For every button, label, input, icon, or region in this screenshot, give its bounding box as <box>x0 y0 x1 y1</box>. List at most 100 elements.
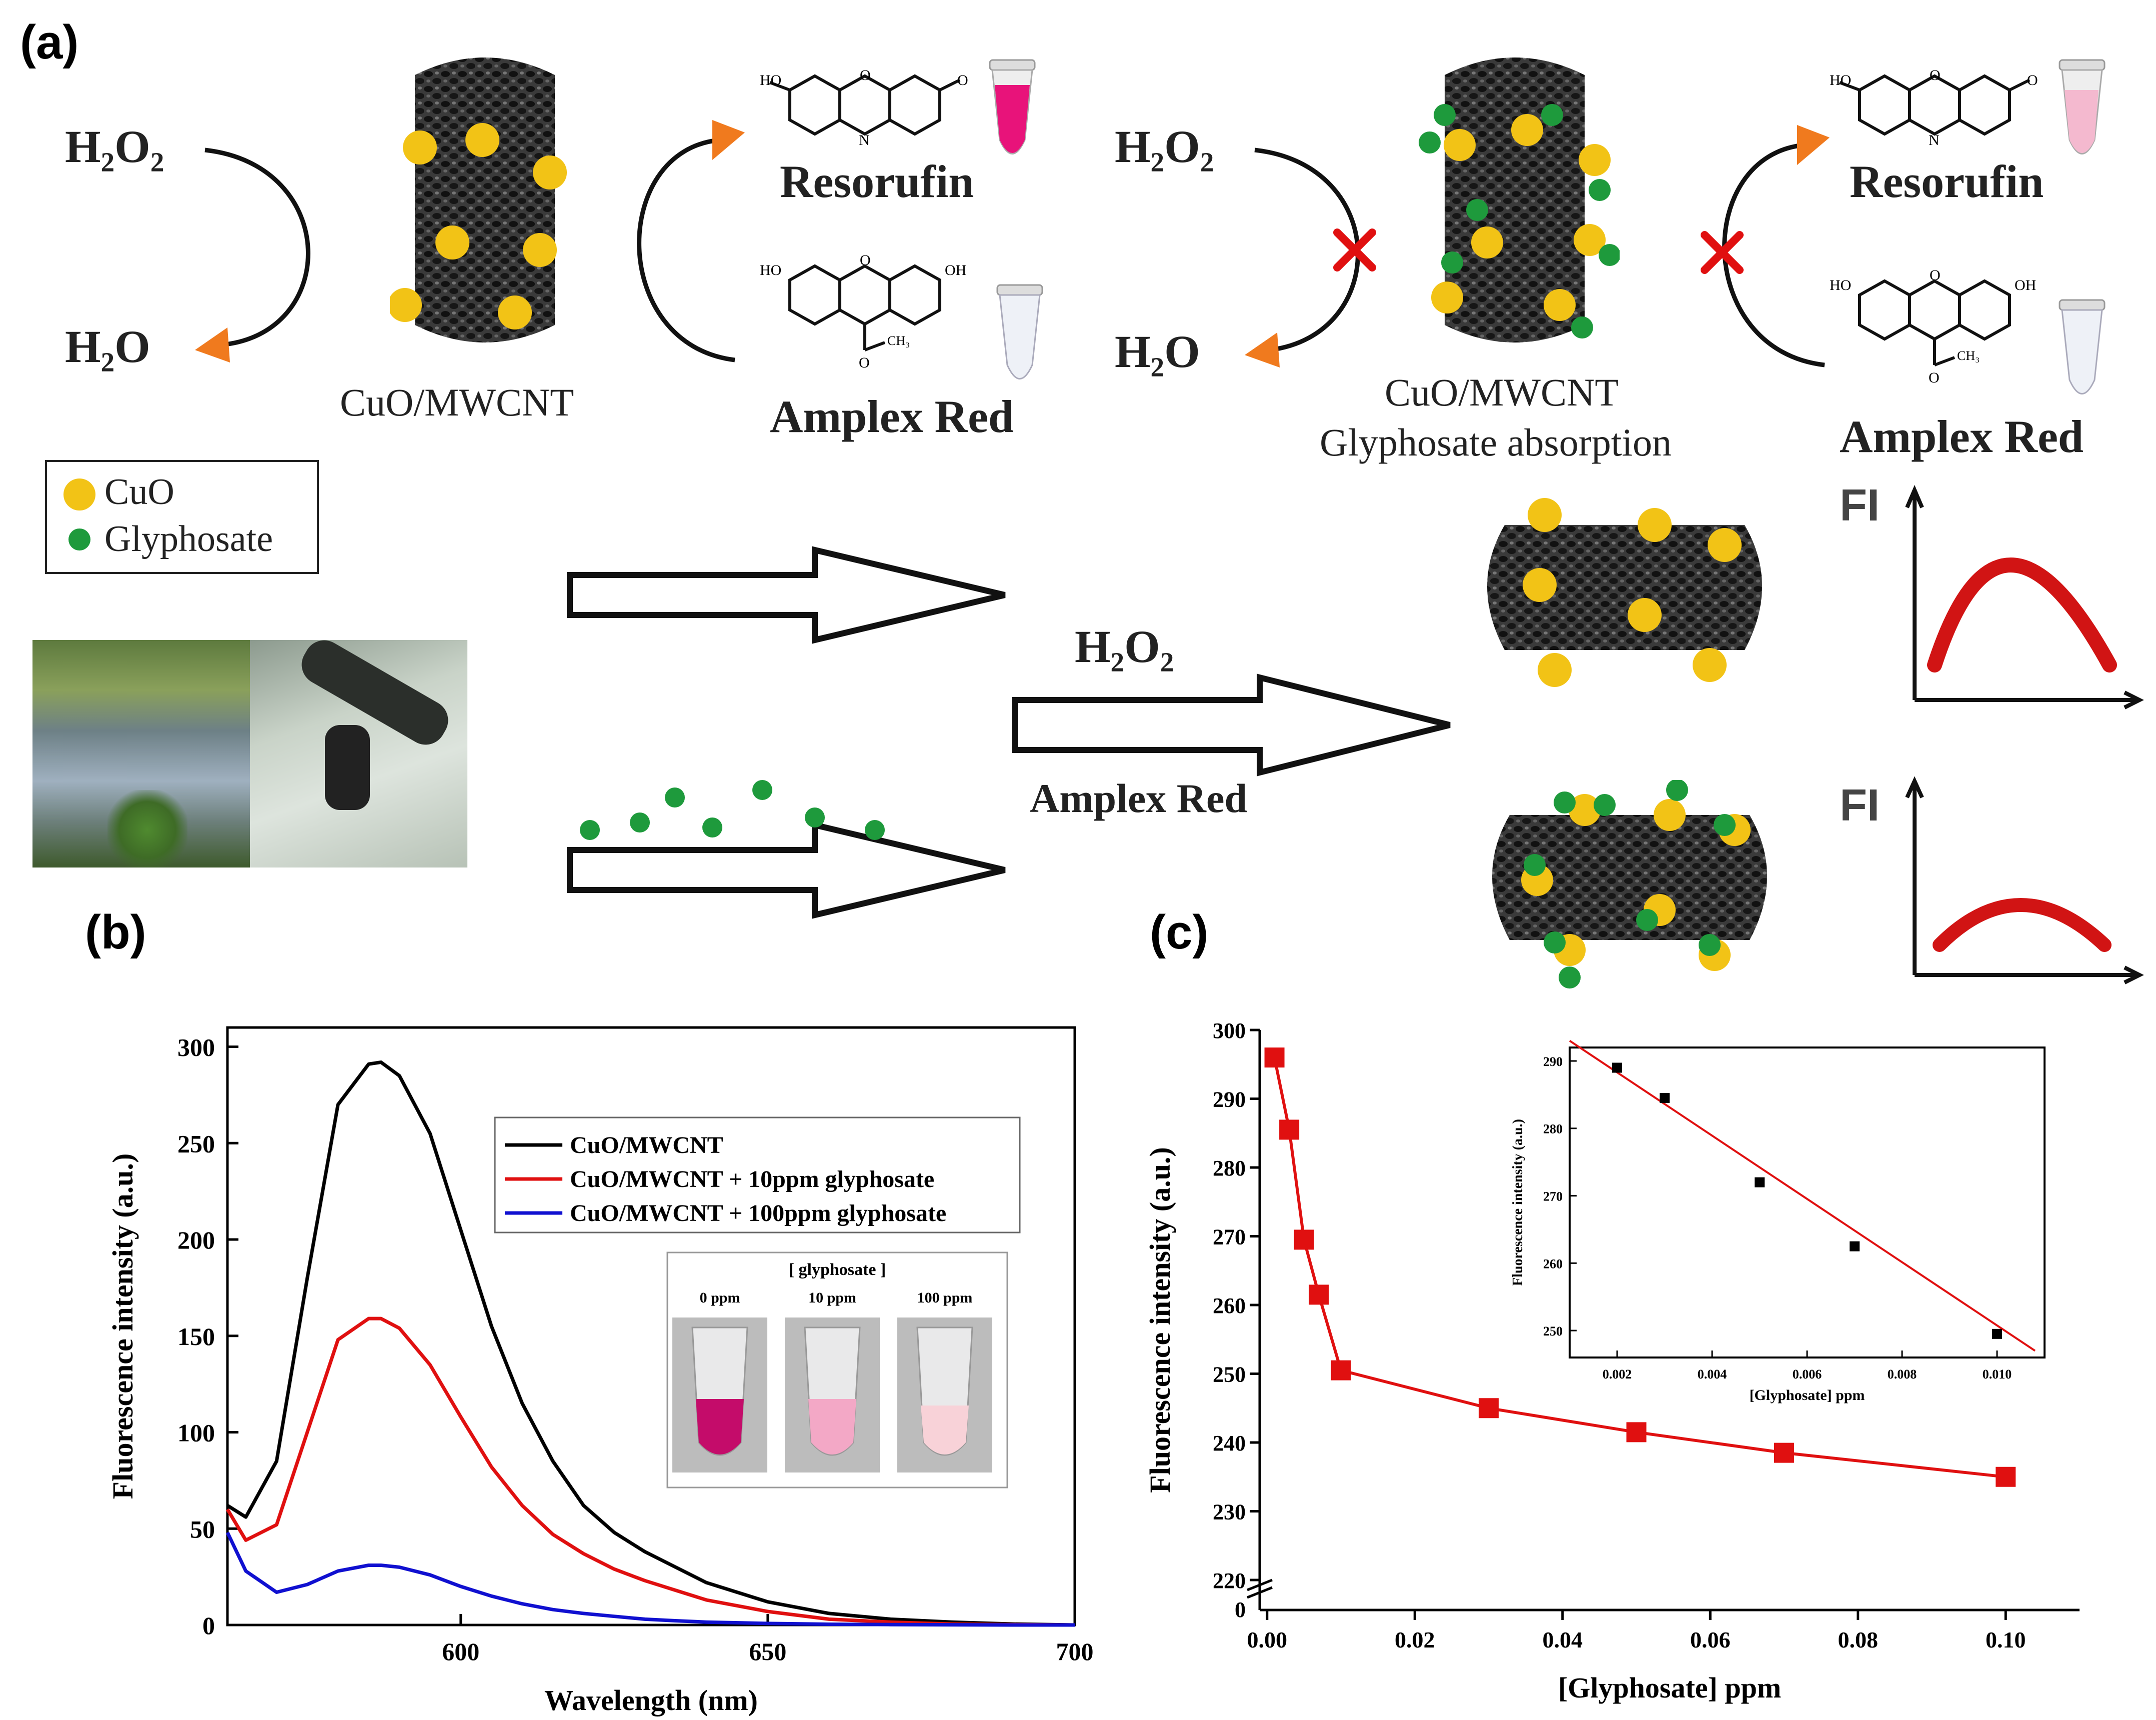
inset-tube-label-2: 10 ppm <box>808 1290 856 1306</box>
blocked-h2o2-arrow <box>1245 148 1376 368</box>
tube-light-pink-icon <box>2059 59 2106 154</box>
svg-text:OH: OH <box>2015 277 2036 294</box>
cuo-legend-icon <box>63 478 95 510</box>
data-point <box>1279 1120 1300 1140</box>
svg-text:O: O <box>860 70 871 84</box>
fi-label-top: FI <box>1840 480 1880 530</box>
legend-label-2: CuO/MWCNT + 10ppm glyphosate <box>570 1166 934 1192</box>
inset-tube-liquid-2 <box>808 1399 856 1454</box>
tube-empty-icon-right <box>2059 299 2106 394</box>
data-point <box>1996 1466 2016 1487</box>
cnt-horizontal-glyphosate-icon <box>1492 780 1767 988</box>
inset-data-point <box>1660 1093 1670 1104</box>
y-tick-label: 290 <box>1213 1088 1246 1112</box>
y-tick-label: 220 <box>1213 1568 1246 1593</box>
svg-text:O: O <box>1929 370 1940 386</box>
y-axis-label: Fluorescence intensity (a.u.) <box>106 1154 139 1500</box>
y-tick-label: 100 <box>177 1419 215 1447</box>
svg-text:N: N <box>1929 132 1940 148</box>
inset-title: [ glyphosate ] <box>789 1260 886 1279</box>
amplex-red-label-left: Amplex Red <box>770 391 1014 442</box>
y-tick-label: 270 <box>1213 1225 1246 1250</box>
tube-empty-icon <box>996 284 1043 380</box>
y-tick-label: 260 <box>1213 1294 1246 1318</box>
inset-data-point <box>1850 1241 1860 1252</box>
glyphosate-legend-icon <box>68 528 90 550</box>
data-point <box>1294 1230 1314 1250</box>
inset-x-tick-label: 0.010 <box>1983 1367 2012 1382</box>
y-axis-label: Fluorescence intensity (a.u.) <box>1144 1147 1176 1493</box>
x-tick-label: 0.00 <box>1247 1627 1288 1652</box>
series-line-3 <box>225 1532 1075 1627</box>
river-water-photo <box>32 640 250 868</box>
svg-text:O: O <box>1930 70 1941 84</box>
blocked-amplex-arrow <box>1701 125 1830 368</box>
x-tick-label: 0.04 <box>1543 1627 1583 1652</box>
resorufin-label-left: Resorufin <box>780 156 974 207</box>
amplex-red-structure-icon: HO OH O O CH₃ <box>760 255 966 371</box>
data-point <box>1626 1422 1647 1442</box>
x-tick-label: 700 <box>1056 1638 1094 1666</box>
tube-pink-icon <box>989 59 1036 154</box>
inset-x-axis-label: [Glyphosate] ppm <box>1750 1387 1865 1404</box>
svg-text:OH: OH <box>945 262 966 278</box>
cuo-mwcnt-label-left: CuO/MWCNT <box>340 380 574 424</box>
cuo-mwcnt-tube-icon <box>390 58 567 342</box>
cnt-horizontal-cuo-icon <box>1487 498 1762 687</box>
inset-frame <box>1569 1046 2046 1358</box>
y-tick-label: 250 <box>1213 1362 1246 1387</box>
cuo-mwcnt-glyphosate-tube-icon <box>1419 58 1620 342</box>
inset-tube-label-1: 0 ppm <box>700 1290 740 1306</box>
process-arrows <box>567 546 1006 919</box>
cuo-mwcnt-label-right: CuO/MWCNT <box>1385 370 1619 414</box>
svg-text:HO: HO <box>1830 277 1851 294</box>
inset-data-point <box>1612 1062 1622 1073</box>
data-point <box>1309 1284 1329 1305</box>
svg-text:O: O <box>2027 72 2038 88</box>
x-tick-label: 0.08 <box>1838 1627 1879 1652</box>
h2o-label-right: H₂O <box>1115 326 1200 377</box>
h2o2-amplex-arrow <box>1012 674 1451 776</box>
y-tick-label: 250 <box>177 1130 215 1158</box>
inset-y-tick-label: 280 <box>1543 1122 1563 1136</box>
y-tick-label: 200 <box>177 1226 215 1254</box>
legend-label-1: CuO/MWCNT <box>570 1132 723 1158</box>
x-axis-label: [Glyphosate] ppm <box>1558 1672 1781 1704</box>
axis-break-mark-2 <box>1247 1586 1273 1599</box>
glyphosate-absorption-label: Glyphosate absorption <box>1320 420 1672 464</box>
cuo-legend-label: CuO <box>104 472 174 512</box>
amplex-to-resorufin-arrow <box>637 120 745 362</box>
panel-label-a: (a) <box>20 16 79 69</box>
h2o2-label-left: H₂O₂ <box>65 121 164 172</box>
data-point <box>1774 1442 1795 1463</box>
h2o-label-left: H₂O <box>65 321 150 372</box>
x-tick-label: 0.10 <box>1986 1627 2026 1652</box>
svg-text:O: O <box>1930 270 1941 284</box>
resorufin-structure-icon-right: HO O N O <box>1830 70 2038 148</box>
inset-data-point <box>1755 1177 1765 1188</box>
svg-text:O: O <box>957 72 968 88</box>
y-tick-label: 230 <box>1213 1500 1246 1524</box>
tap-water-photo <box>250 640 467 868</box>
panel-label-c: (c) <box>1150 906 1209 959</box>
h2o2-to-h2o-arrow <box>195 148 310 362</box>
svg-text:N: N <box>859 132 870 148</box>
svg-text:O: O <box>860 255 871 268</box>
h2o2-label-arrow: H₂O₂ <box>1075 621 1174 672</box>
y-tick-label-zero: 0 <box>1235 1598 1246 1622</box>
inset-y-tick-label: 260 <box>1543 1256 1563 1271</box>
panel-label-b: (b) <box>85 906 146 959</box>
x-tick-label: 0.06 <box>1690 1627 1731 1652</box>
series-line-2 <box>225 1316 1075 1627</box>
legend-box <box>494 1116 1021 1234</box>
inset-tube-liquid-3 <box>921 1406 969 1454</box>
y-tick-label: 300 <box>1213 1018 1246 1043</box>
inset-tube-label-3: 100 ppm <box>917 1290 973 1306</box>
data-point <box>1331 1360 1351 1380</box>
y-tick-label: 150 <box>177 1322 215 1350</box>
x-tick-label: 650 <box>749 1638 786 1666</box>
fi-mini-plot-low <box>1905 776 2144 984</box>
inset-x-tick-label: 0.002 <box>1603 1367 1632 1382</box>
inset-tube-liquid-1 <box>696 1399 744 1454</box>
